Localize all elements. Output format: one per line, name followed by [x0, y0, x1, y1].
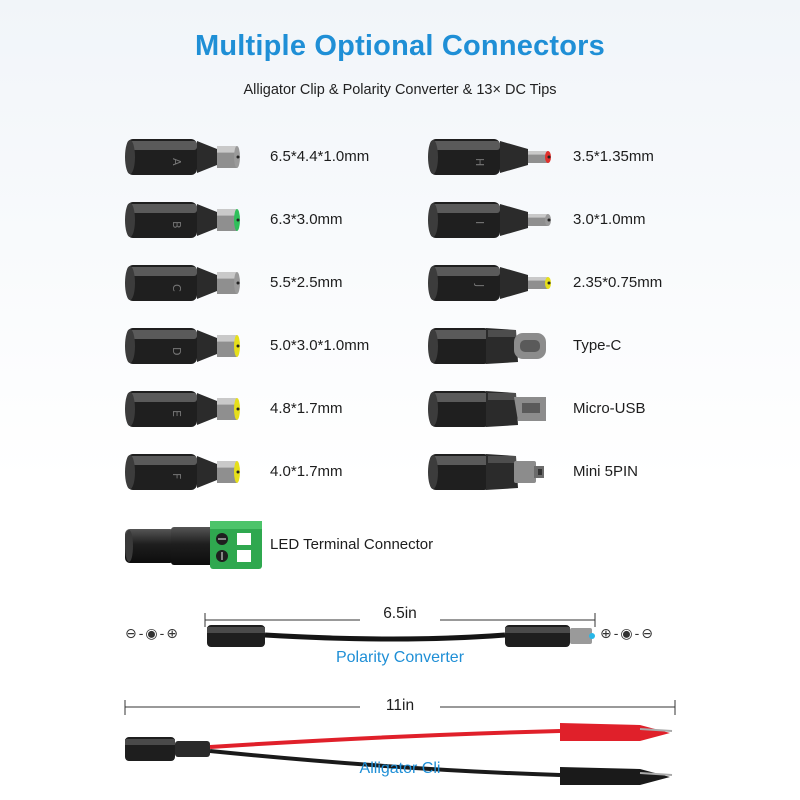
- polarity-caption: Polarity Converter: [335, 649, 465, 666]
- terminal-block-icon: [125, 521, 262, 569]
- thin-tip-icon: H: [428, 139, 551, 175]
- connector-label: 6.5*4.4*1.0mm: [270, 148, 370, 165]
- barrel-tip-icon: A: [125, 139, 240, 175]
- barrel-tip-icon: B: [125, 202, 240, 238]
- barrel-tip-icon: D: [125, 328, 240, 364]
- terminal-connector-label: LED Terminal Connector: [270, 536, 434, 553]
- connector-label: 5.0*3.0*1.0mm: [270, 337, 370, 354]
- connector-label: Type-C: [573, 337, 622, 354]
- connector-item: B 6.3*3.0mm: [125, 190, 505, 250]
- connector-label: 4.8*1.7mm: [270, 400, 343, 417]
- thin-tip-icon: J: [428, 265, 551, 301]
- svg-text:I: I: [473, 221, 486, 224]
- connector-item: J 2.35*0.75mm: [428, 253, 800, 313]
- svg-text:A: A: [170, 158, 183, 166]
- svg-text:F: F: [170, 473, 183, 479]
- connector-label: 3.5*1.35mm: [573, 148, 654, 165]
- page-subtitle: Alligator Clip & Polarity Converter & 13…: [243, 82, 557, 98]
- connector-item: D 5.0*3.0*1.0mm: [125, 316, 505, 376]
- barrel-tip-icon: C: [125, 265, 240, 301]
- black-alligator-clip: [560, 767, 670, 785]
- polarity-left-symbol: ⊖-◉-⊕: [125, 625, 181, 641]
- svg-text:B: B: [170, 221, 183, 229]
- connector-item: F 4.0*1.7mm: [125, 442, 505, 502]
- connector-item: Micro-USB: [428, 379, 800, 439]
- connector-label: Mini 5PIN: [573, 463, 639, 480]
- connector-item: C 5.5*2.5mm: [125, 253, 505, 313]
- alligator-clip-cable: [124, 700, 676, 785]
- connector-item: A 6.5*4.4*1.0mm: [125, 127, 505, 187]
- svg-text:J: J: [473, 283, 486, 287]
- svg-text:D: D: [170, 347, 183, 355]
- svg-text:C: C: [170, 284, 183, 292]
- terminal-connector-item: LED Terminal Connector: [125, 515, 505, 575]
- connector-label: 6.3*3.0mm: [270, 211, 343, 228]
- polarity-length-label: 6.5in: [383, 605, 417, 622]
- connector-label: 5.5*2.5mm: [270, 274, 343, 291]
- connector-item: E 4.8*1.7mm: [125, 379, 505, 439]
- alligator-length-label: 11in: [385, 697, 415, 714]
- connector-label: Micro-USB: [573, 400, 646, 417]
- mini-usb-icon: [428, 454, 544, 490]
- connector-label: 3.0*1.0mm: [573, 211, 646, 228]
- connector-item: I 3.0*1.0mm: [428, 190, 800, 250]
- micro-usb-icon: [428, 391, 546, 427]
- connector-item: H 3.5*1.35mm: [428, 127, 800, 187]
- polarity-right-symbol: ⊕-◉-⊖: [600, 625, 656, 641]
- svg-text:H: H: [473, 158, 486, 166]
- page-title: Multiple Optional Connectors: [195, 30, 605, 62]
- connector-label: 2.35*0.75mm: [573, 274, 663, 291]
- usb-c-icon: [428, 328, 546, 364]
- alligator-caption: Alligator Cli: [359, 760, 441, 777]
- red-alligator-clip: [560, 723, 670, 741]
- barrel-tip-icon: F: [125, 454, 240, 490]
- polarity-converter-cable: [204, 613, 596, 647]
- barrel-tip-icon: E: [125, 391, 240, 427]
- connector-item: Type-C: [428, 316, 800, 376]
- connector-item: Mini 5PIN: [428, 442, 800, 502]
- thin-tip-icon: I: [428, 202, 551, 238]
- svg-text:E: E: [170, 410, 183, 417]
- connector-label: 4.0*1.7mm: [270, 463, 343, 480]
